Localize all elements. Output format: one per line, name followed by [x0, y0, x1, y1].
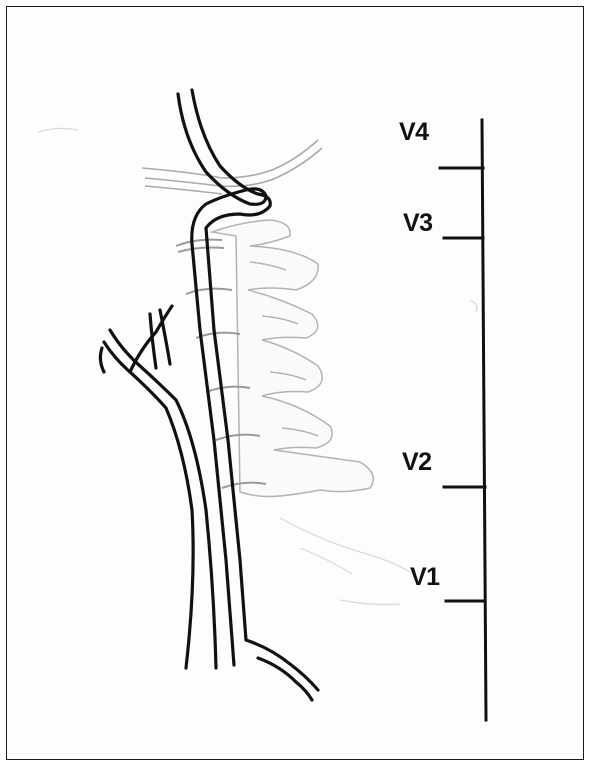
carotid-artery	[100, 306, 216, 668]
ruler-axis	[482, 120, 486, 720]
label-v1: V1	[410, 563, 440, 592]
label-v2: V2	[402, 448, 432, 477]
cervical-vertebrae	[212, 220, 373, 497]
label-v3: V3	[403, 209, 433, 238]
skull-base-lines	[142, 140, 322, 194]
segment-ruler	[440, 120, 486, 720]
label-v4: V4	[399, 118, 429, 147]
